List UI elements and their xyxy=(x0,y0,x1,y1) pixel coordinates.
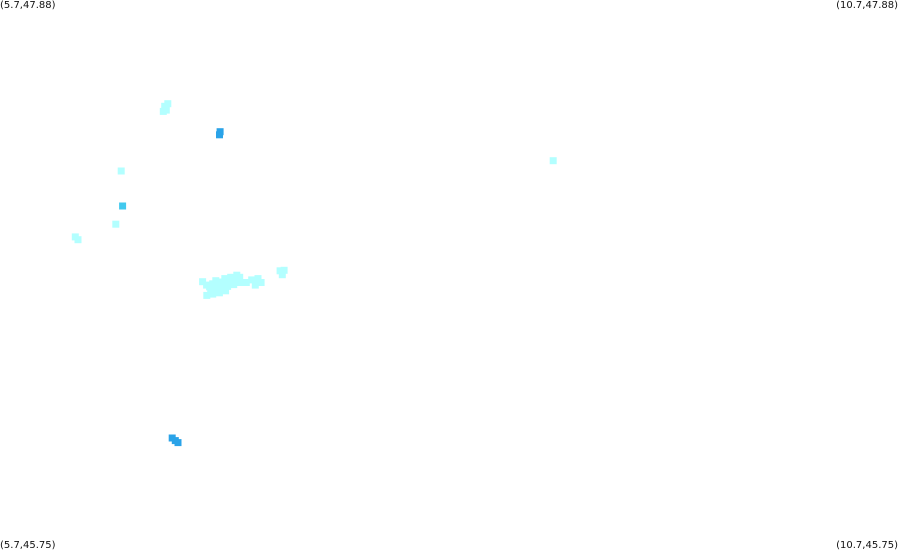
map-point xyxy=(203,291,211,299)
map-point xyxy=(251,281,259,289)
map-point xyxy=(216,131,223,139)
map-point xyxy=(224,282,232,290)
map-point xyxy=(236,279,244,286)
map-point xyxy=(174,439,182,447)
map-point xyxy=(278,271,286,279)
map-point xyxy=(209,290,217,298)
map-point xyxy=(222,287,230,295)
map-point xyxy=(280,266,288,274)
corner-label-bottom-right: (10.7,45.75) xyxy=(836,540,898,551)
data-points-layer xyxy=(71,100,557,447)
corner-label-bottom-left: (5.7,45.75) xyxy=(0,540,56,551)
map-point xyxy=(212,286,220,293)
map-point xyxy=(199,278,207,286)
map-point xyxy=(164,100,172,108)
map-point xyxy=(215,289,223,297)
map-point xyxy=(549,157,557,165)
map-point xyxy=(254,275,262,283)
map-point xyxy=(212,277,220,285)
map-point xyxy=(117,167,125,175)
map-point xyxy=(162,106,170,114)
map-point xyxy=(248,276,256,284)
map-point xyxy=(230,281,238,289)
map-point xyxy=(74,236,82,244)
map-point xyxy=(119,202,127,210)
corner-label-top-right: (10.7,47.88) xyxy=(836,0,898,11)
map-point xyxy=(242,279,250,286)
map-point xyxy=(112,220,120,228)
map-point xyxy=(257,279,265,286)
map-point xyxy=(218,284,226,292)
map-point xyxy=(276,267,284,275)
map-point xyxy=(236,273,244,281)
corner-label-top-left: (5.7,47.88) xyxy=(0,0,56,11)
